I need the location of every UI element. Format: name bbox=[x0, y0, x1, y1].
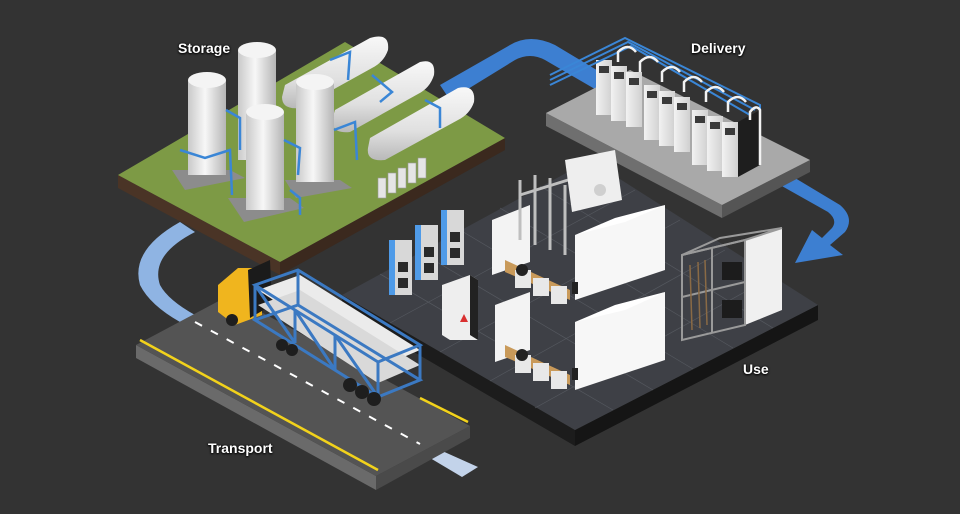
trailer-frame bbox=[251, 268, 424, 399]
horizontal-tank bbox=[367, 87, 475, 161]
flow-path-storage-to-delivery bbox=[440, 39, 610, 100]
blue-gas-cabinet bbox=[389, 240, 412, 295]
process-tool bbox=[495, 292, 665, 390]
storage-ground-side-right bbox=[280, 138, 505, 275]
stage-label-delivery: Delivery bbox=[691, 40, 746, 56]
control-cabinets bbox=[377, 157, 427, 199]
delivery-area bbox=[546, 36, 810, 218]
storage-area bbox=[118, 36, 505, 275]
trailer-wheels bbox=[276, 339, 381, 406]
blue-gas-cabinet bbox=[415, 225, 438, 280]
stage-label-transport: Transport bbox=[208, 440, 273, 456]
control-panel bbox=[442, 275, 478, 340]
warning-icon bbox=[460, 314, 468, 322]
delivery-platform-side-left bbox=[546, 113, 722, 218]
storage-ground-side-left bbox=[118, 175, 280, 275]
horizontal-tank bbox=[332, 61, 435, 133]
blue-gas-cabinet bbox=[441, 210, 464, 265]
use-area bbox=[342, 150, 818, 446]
tube-trailer-truck bbox=[218, 260, 424, 406]
transport-area bbox=[136, 260, 470, 490]
delivery-pipes bbox=[549, 36, 762, 165]
road-center-dashes bbox=[194, 321, 421, 445]
stage-label-storage: Storage bbox=[178, 40, 231, 56]
process-tool bbox=[492, 150, 665, 304]
stage-label-use: Use bbox=[743, 361, 769, 377]
storage-pipes bbox=[179, 50, 442, 215]
vertical-tank bbox=[172, 72, 245, 190]
road-surface bbox=[136, 295, 470, 476]
flow-path-transport-exit bbox=[425, 450, 478, 477]
process-piping bbox=[518, 168, 601, 255]
vertical-tank bbox=[285, 74, 352, 198]
road-side-left bbox=[136, 345, 376, 490]
delivery-platform-side-right bbox=[722, 160, 810, 218]
road-edge-line bbox=[419, 396, 469, 424]
gas-cabinet-row bbox=[596, 60, 760, 177]
road-side-right bbox=[376, 426, 470, 490]
vertical-tank bbox=[228, 104, 304, 222]
road-edge-line bbox=[139, 338, 379, 472]
use-floor-side-right bbox=[575, 305, 818, 446]
equipment-rack bbox=[681, 227, 783, 342]
flow-arrow-delivery-to-use bbox=[780, 178, 849, 263]
flow-path-storage-to-transport bbox=[138, 222, 195, 322]
